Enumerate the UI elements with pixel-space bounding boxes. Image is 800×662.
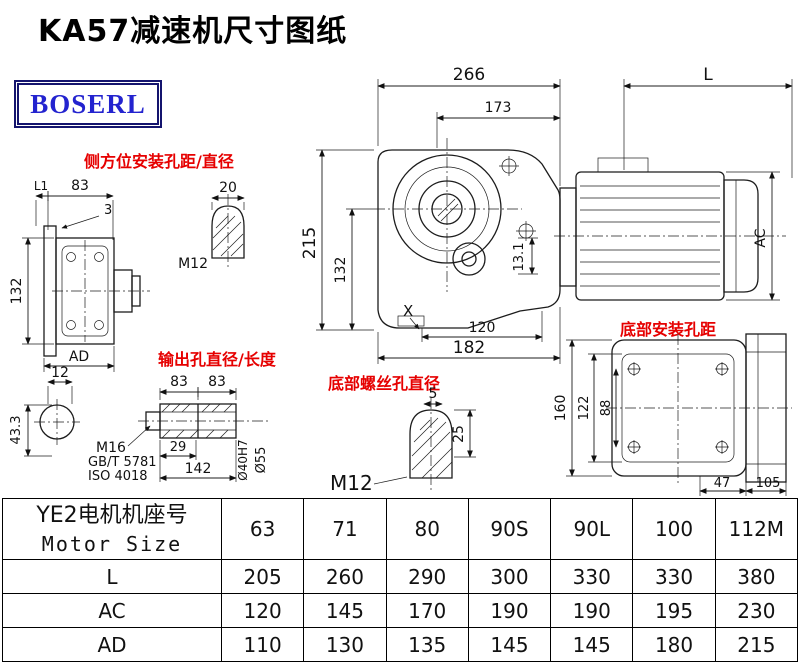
dim-motor-diameter: AC: [753, 228, 769, 247]
cell-AC-4: 190: [550, 593, 634, 628]
dim-l1: L1: [34, 179, 48, 193]
output-shaft-view: 12 43.3 83 83 M16 GB/T 5781 ISO 4018 29 …: [9, 365, 269, 484]
dim-motor-length: L: [703, 65, 713, 85]
dim-shaft-83a: 83: [170, 374, 188, 390]
cell-AC-2: 170: [385, 593, 469, 628]
note-side-mount-holes: 侧方位安装孔距/直径: [84, 152, 234, 171]
dim-shaft-29: 29: [170, 440, 187, 455]
page-title: KA57减速机尺寸图纸: [38, 14, 348, 49]
dim-plug-20: 20: [219, 180, 237, 196]
side-view: L1 83 3 132 AD: [9, 178, 150, 372]
dim-base-width: 182: [453, 338, 485, 358]
side-hole-mark-top: [499, 156, 519, 176]
dim-shaft-m16: M16: [96, 440, 126, 456]
cell-AD-5: 180: [632, 627, 716, 662]
dim-side-132: 132: [9, 278, 25, 305]
size-90l: 90L: [550, 498, 634, 560]
dim-bottom-160: 160: [553, 395, 569, 422]
cell-L-1: 260: [303, 559, 387, 594]
cell-AC-0: 120: [220, 593, 305, 628]
dim-shaft-433: 43.3: [9, 416, 24, 445]
table-header-row: YE2电机机座号 Motor Size 63 71 80 90S 90L 100…: [2, 498, 799, 560]
dim-foot-width: 120: [469, 320, 496, 336]
cell-L-2: 290: [385, 559, 469, 594]
cell-AD-3: 145: [467, 627, 552, 662]
dim-bottom-47: 47: [714, 476, 731, 491]
cell-L-6: 380: [714, 559, 799, 594]
dim-bottom-m12: M12: [330, 471, 373, 495]
bottom-mounting-view: 160 122 88 47 105: [553, 333, 792, 496]
header-motor-size-cell: YE2电机机座号 Motor Size: [2, 498, 222, 560]
dim-bottom-5: 5: [429, 386, 438, 402]
dim-flange-thickness: 3: [104, 203, 112, 218]
size-80: 80: [385, 498, 469, 560]
dim-plug-m12: M12: [178, 256, 208, 272]
dim-bottom-25: 25: [451, 425, 467, 443]
dim-center-height: 132: [333, 257, 349, 284]
table-row-AD: AD 110 130 135 145 145 180 215: [2, 627, 799, 662]
dim-shaft-12: 12: [51, 365, 69, 381]
boserl-logo: BOSERL: [14, 80, 162, 128]
gearbox-front-view: [374, 138, 561, 329]
dim-bottom-88: 88: [599, 400, 614, 417]
row-label-AD: AD: [2, 627, 222, 662]
motor-side-view: [554, 157, 786, 301]
dim-ad: AD: [69, 349, 89, 365]
row-label-L: L: [2, 559, 222, 594]
std-gbt5781: GB/T 5781: [88, 455, 157, 470]
cell-AD-6: 215: [714, 627, 799, 662]
note-bottom-screw-hole: 底部螺丝孔直径: [328, 374, 441, 393]
dim-bottom-122: 122: [577, 396, 592, 421]
dim-shaft-bore: Ø40H7: [236, 439, 250, 480]
dim-shaft-83b: 83: [208, 374, 226, 390]
size-71: 71: [303, 498, 387, 560]
cell-AD-2: 135: [385, 627, 469, 662]
cell-L-4: 330: [550, 559, 634, 594]
dim-height: 215: [300, 227, 320, 259]
size-90s: 90S: [467, 498, 552, 560]
dim-overall-width: 266: [453, 65, 485, 85]
dim-side-83: 83: [71, 178, 89, 194]
cell-L-5: 330: [632, 559, 716, 594]
cell-L-3: 300: [467, 559, 552, 594]
header-cn: YE2电机机座号: [36, 503, 188, 528]
table-row-L: L 205 260 290 300 330 330 380: [2, 559, 799, 594]
dim-foot-offset: 13.1: [512, 243, 527, 272]
row-label-AC: AC: [2, 593, 222, 628]
note-output-hole: 输出孔直径/长度: [158, 350, 276, 369]
main-view-dimensions: 266 L 173 215 132 AC 13.1 120 182 X: [300, 65, 793, 364]
dim-shaft-142: 142: [185, 461, 212, 477]
cell-AC-6: 230: [714, 593, 799, 628]
cell-AC-5: 195: [632, 593, 716, 628]
boserl-logo-text: BOSERL: [30, 88, 146, 119]
motor-size-table: YE2电机机座号 Motor Size 63 71 80 90S 90L 100…: [2, 498, 799, 662]
size-100: 100: [632, 498, 716, 560]
table-row-AC: AC 120 145 170 190 190 195 230: [2, 593, 799, 628]
x-mark: X: [403, 302, 413, 320]
cell-AC-3: 190: [467, 593, 552, 628]
size-112m: 112M: [714, 498, 799, 560]
bottom-plug-detail: 5 25 M12: [330, 386, 476, 495]
note-bottom-mount-holes: 底部安装孔距: [620, 320, 717, 339]
cell-L-0: 205: [220, 559, 305, 594]
dim-bottom-105: 105: [756, 476, 781, 491]
cell-AC-1: 145: [303, 593, 387, 628]
std-iso4018: ISO 4018: [88, 469, 148, 484]
cell-AD-1: 130: [303, 627, 387, 662]
drawing-canvas: 266 L 173 215 132 AC 13.1 120 182 X: [9, 65, 793, 496]
cell-AD-0: 110: [220, 627, 305, 662]
size-63: 63: [220, 498, 305, 560]
dim-shaft-od: Ø55: [254, 447, 269, 474]
cell-AD-4: 145: [550, 627, 634, 662]
header-en: Motor Size: [41, 532, 183, 556]
dim-flange-width: 173: [485, 100, 512, 116]
side-plug-detail: 20 M12: [178, 180, 245, 272]
